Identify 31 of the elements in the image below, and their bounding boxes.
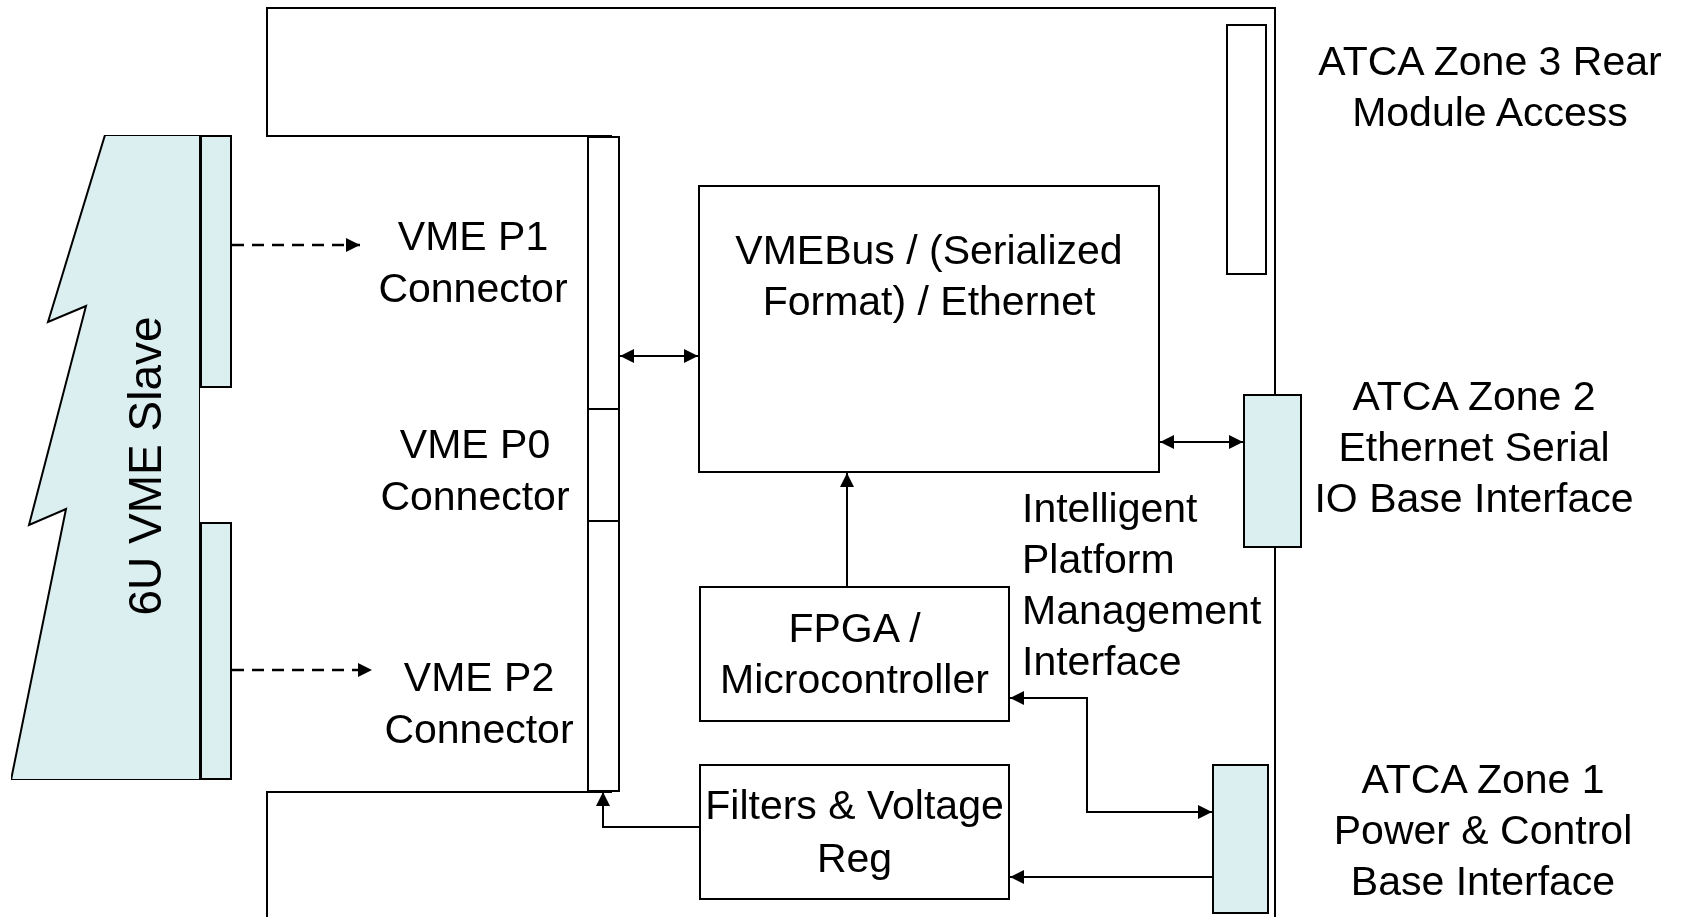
process-box [698, 185, 1160, 473]
dashed-arrow [232, 663, 372, 677]
connector-bar [587, 408, 620, 522]
process-box [699, 586, 1010, 722]
arrow [596, 791, 700, 828]
connector-label: VME P1 Connector [377, 212, 569, 313]
connector-bar [200, 522, 232, 780]
connector-label: VME P2 Connector [383, 653, 575, 754]
zone-label: ATCA Zone 2 Ethernet Serial IO Base Interface [1314, 372, 1634, 523]
connector-bar [1243, 394, 1302, 548]
arrow [840, 472, 854, 587]
vme-card [11, 135, 200, 780]
arrow [1009, 691, 1213, 819]
arrow [619, 349, 699, 363]
zone-label: ATCA Zone 3 Rear Module Access [1317, 37, 1663, 137]
connector-bar [587, 520, 620, 792]
box-label: Filters & Voltage Reg [704, 781, 1005, 883]
connector-bar [1226, 24, 1267, 275]
process-box [699, 764, 1010, 900]
connector-bar [1212, 764, 1269, 914]
box-label: VMEBus / (Serialized Format) / Ethernet [734, 226, 1124, 326]
dashed-arrow [232, 238, 360, 252]
connector-label: VME P0 Connector [379, 420, 571, 521]
card-label: 6U VME Slave [119, 316, 171, 616]
arrow [1009, 870, 1213, 884]
zone-label: ATCA Zone 1 Power & Control Base Interface [1332, 755, 1634, 906]
box-label: FPGA / Microcontroller [719, 604, 990, 704]
arrow [1159, 435, 1244, 449]
edge-label: Intelligent Platform Management Interface [1022, 484, 1263, 686]
connector-bar [200, 135, 232, 388]
connector-bar [587, 136, 620, 410]
